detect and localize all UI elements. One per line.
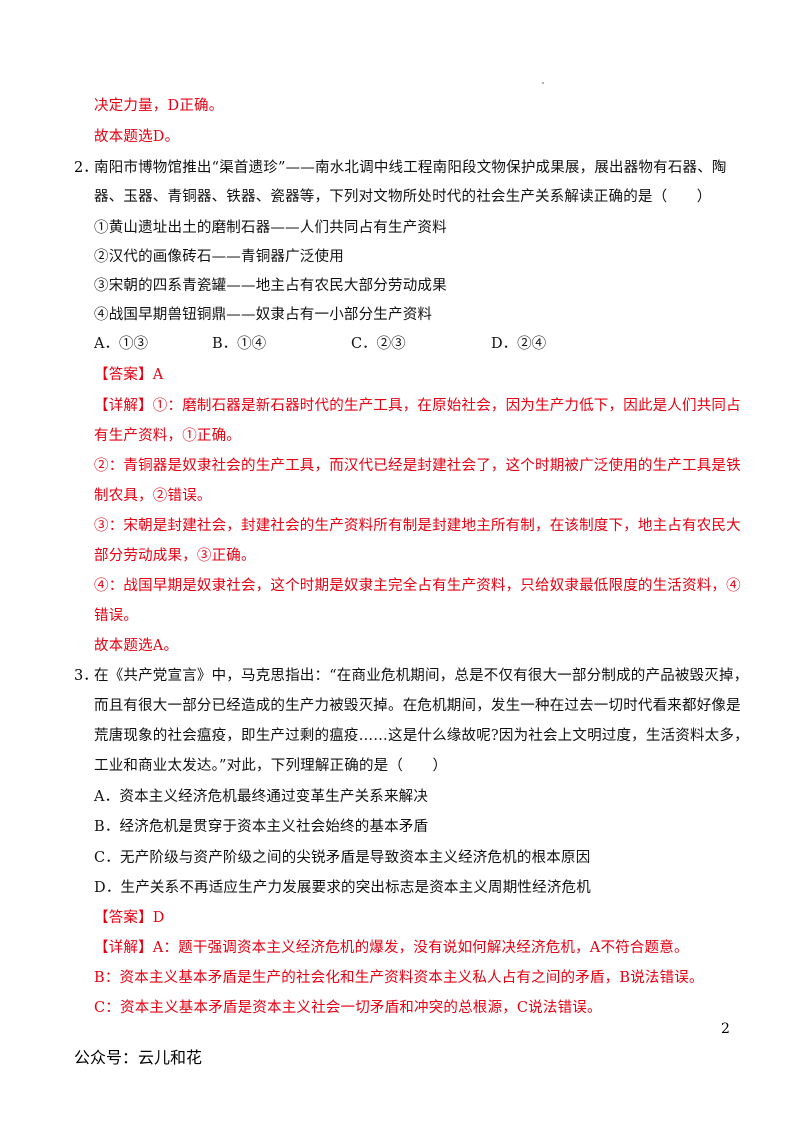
option-b: B．经济危机是贯穿于资本主义社会始终的基本矛盾	[94, 819, 429, 835]
explanation-line: ④：战国早期是奴隶社会，这个时期是奴隶主完全占有生产资料，只给奴隶最低限度的生活…	[94, 578, 741, 594]
statement: ①黄山遗址出土的磨制石器——人们共同占有生产资料	[94, 220, 447, 236]
option-a: A．①③	[94, 336, 148, 352]
explanation-line: C：资本主义基本矛盾是资本主义社会一切矛盾和冲突的总根源，C说法错误。	[94, 1000, 602, 1016]
question-stem: 而且有很大一部分已经造成的生产力被毁灭掉。在危机期间，发生一种在过去一切时代看来…	[94, 698, 741, 714]
question-number: 2．	[74, 160, 98, 176]
explanation-line: ③：宋朝是封建社会，封建社会的生产资料所有制是封建地主所有制，在该制度下，地主占…	[94, 518, 741, 534]
explanation-line: 【详解】①：磨制石器是新石器时代的生产工具，在原始社会，因为生产力低下，因此是人…	[94, 398, 741, 414]
option-b: B．①④	[212, 336, 267, 352]
explanation-line: 【详解】A：题干强调资本主义经济危机的爆发，没有说如何解决经济危机，A不符合题意…	[94, 940, 689, 956]
answer: 【答案】A	[94, 367, 164, 383]
explanation-line: B：资本主义基本矛盾是生产的社会化和生产资料资本主义私人占有之间的矛盾，B说法错…	[94, 970, 704, 986]
option-c: C．无产阶级与资产阶级之间的尖锐矛盾是导致资本主义经济危机的根本原因	[94, 850, 591, 866]
statement: ②汉代的画像砖石——青铜器广泛使用	[94, 249, 344, 265]
explanation-line: 错误。	[94, 608, 139, 624]
question-number: 3．	[74, 668, 98, 684]
text-line: 故本题选D。	[94, 129, 180, 145]
footer-text: 公众号：云儿和花	[74, 1048, 203, 1067]
statement: ③宋朝的四系青瓷罐——地主占有农民大部分劳动成果	[94, 278, 447, 294]
final-answer: 故本题选A。	[94, 638, 179, 654]
text-line: 决定力量，D正确。	[94, 98, 224, 114]
explanation-line: 制农具，②错误。	[94, 488, 212, 504]
answer: 【答案】D	[94, 910, 165, 926]
stray-dot	[542, 82, 544, 84]
option-d: D．生产关系不再适应生产力发展要求的突出标志是资本主义周期性经济危机	[94, 880, 591, 896]
option-d: D．②④	[491, 336, 547, 352]
page-number: 2	[721, 1021, 730, 1037]
question-stem: 荒唐现象的社会瘟疫，即生产过剩的瘟疫……这是什么缘故呢?因为社会上文明过度，生活…	[94, 728, 749, 744]
question-stem: 南阳市博物馆推出“渠首遗珍”——南水北调中线工程南阳段文物保护成果展，展出器物有…	[94, 160, 727, 176]
option-a: A．资本主义经济危机最终通过变革生产关系来解决	[94, 789, 429, 805]
explanation-line: 部分劳动成果，③正确。	[94, 548, 256, 564]
question-stem: 工业和商业太发达。”对此，下列理解正确的是（ ）	[94, 758, 448, 774]
explanation-line: 有生产资料，①正确。	[94, 428, 241, 444]
question-stem: 器、玉器、青铜器、铁器、瓷器等，下列对文物所处时代的社会生产关系解读正确的是（ …	[94, 189, 712, 205]
explanation-line: ②：青铜器是奴隶社会的生产工具，而汉代已经是封建社会了，这个时期被广泛使用的生产…	[94, 458, 741, 474]
option-c: C．②③	[351, 336, 406, 352]
question-stem: 在《共产党宣言》中，马克思指出：“在商业危机期间，总是不仅有很大一部分制成的产品…	[94, 668, 749, 684]
statement: ④战国早期兽钮铜鼎——奴隶占有一小部分生产资料	[94, 307, 433, 323]
